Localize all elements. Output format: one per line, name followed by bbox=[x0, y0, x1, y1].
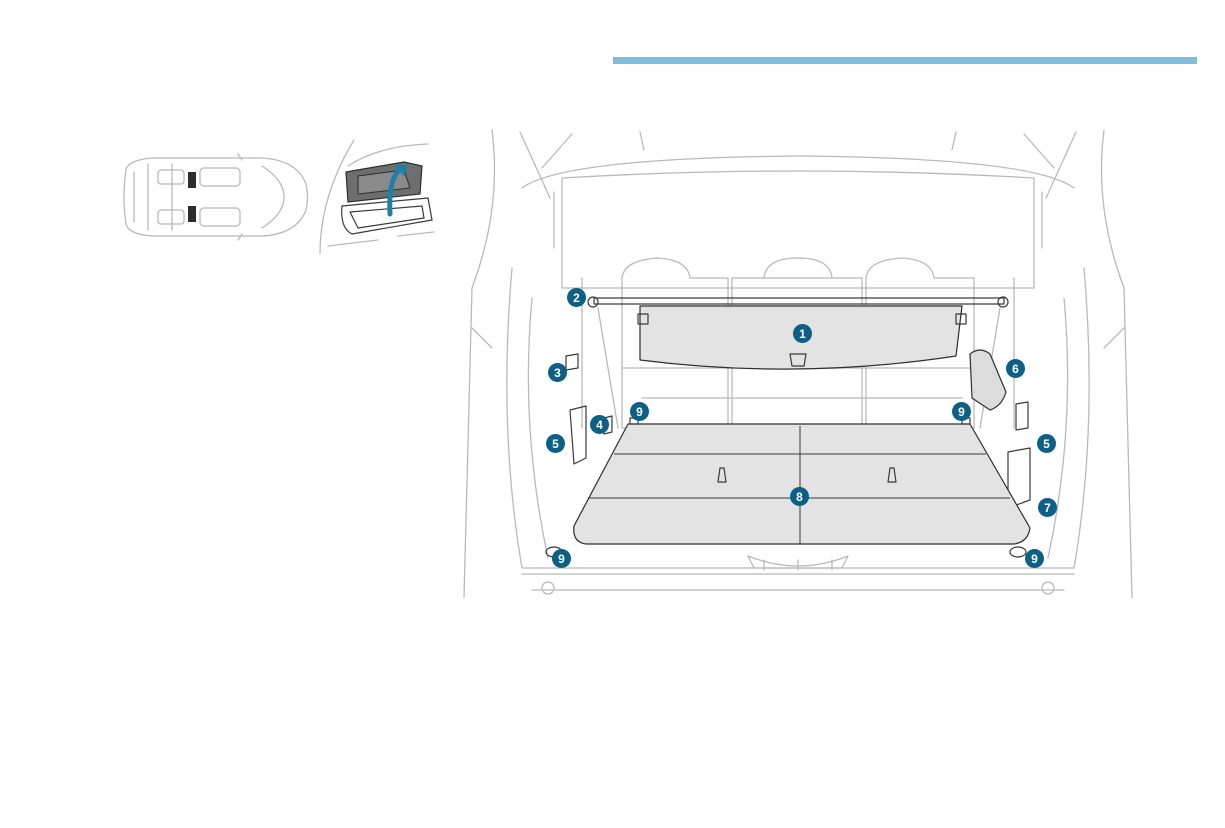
callout-badge-9-upper-right: 9 bbox=[952, 402, 971, 421]
svg-text:2: 2 bbox=[573, 291, 580, 305]
callout-badge-3: 3 bbox=[548, 363, 567, 382]
svg-text:1: 1 bbox=[799, 327, 806, 341]
callout-badge-2: 2 bbox=[567, 288, 586, 307]
svg-text:6: 6 bbox=[1012, 362, 1019, 376]
callout-badge-5-right: 5 bbox=[1037, 434, 1056, 453]
callout-badge-8: 8 bbox=[790, 487, 809, 506]
callout-badge-9-lower-right: 9 bbox=[1025, 549, 1044, 568]
svg-text:9: 9 bbox=[558, 552, 565, 566]
callout-badge-6: 6 bbox=[1006, 359, 1025, 378]
header-accent-rule bbox=[613, 57, 1197, 64]
svg-text:9: 9 bbox=[636, 405, 643, 419]
svg-text:9: 9 bbox=[1031, 552, 1038, 566]
svg-text:7: 7 bbox=[1044, 501, 1051, 515]
car-top-view-icon bbox=[112, 150, 312, 245]
svg-text:9: 9 bbox=[958, 405, 965, 419]
svg-text:8: 8 bbox=[796, 490, 803, 504]
floor-flap-detail-icon bbox=[318, 136, 436, 254]
svg-text:3: 3 bbox=[554, 366, 561, 380]
callout-badge-5-left: 5 bbox=[546, 434, 565, 453]
callout-badge-4: 4 bbox=[590, 415, 609, 434]
svg-text:5: 5 bbox=[552, 437, 559, 451]
svg-text:5: 5 bbox=[1043, 437, 1050, 451]
callout-badge-9-upper-left: 9 bbox=[630, 402, 649, 421]
svg-text:4: 4 bbox=[596, 418, 603, 432]
callout-badge-7: 7 bbox=[1038, 498, 1057, 517]
callout-badge-9-lower-left: 9 bbox=[552, 549, 571, 568]
callout-badge-1: 1 bbox=[793, 324, 812, 343]
